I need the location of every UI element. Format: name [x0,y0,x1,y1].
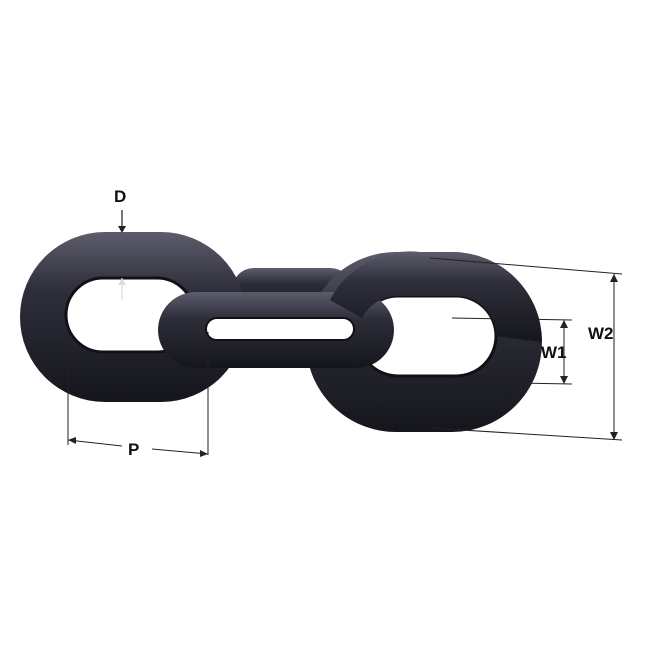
dimension-w1: W1 [451,317,573,385]
label-w2: W2 [588,324,614,343]
middle-link-front [158,292,394,368]
label-w1: W1 [541,343,567,362]
dimension-d: D [114,187,126,300]
right-link-front-arc [330,251,542,342]
dimension-w2: W2 [429,257,623,441]
label-p: P [128,440,139,459]
label-d: D [114,187,126,206]
dimension-p: P [67,332,209,459]
